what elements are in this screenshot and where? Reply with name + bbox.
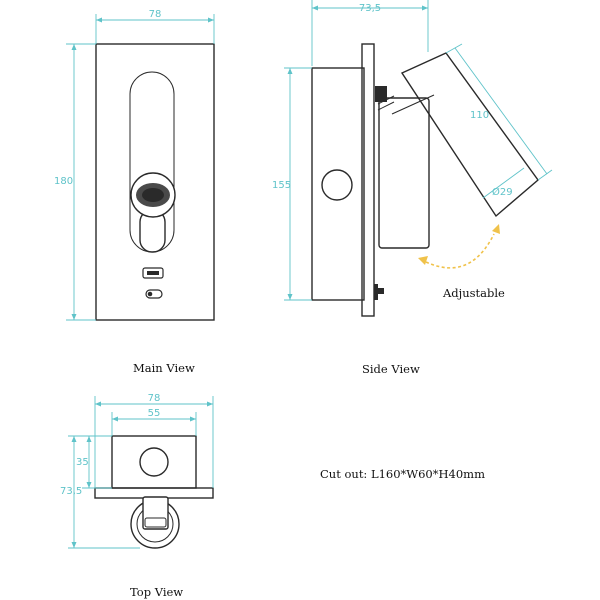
adjustable-note: Adjustable	[442, 286, 505, 300]
side-height-label: 155	[272, 180, 291, 191]
cutout-note: Cut out: L160*W60*H40mm	[320, 467, 485, 481]
top-view: 78 55 35 73,5 Top View	[60, 393, 214, 599]
top-switch-knob	[139, 447, 169, 477]
side-stem	[374, 284, 378, 300]
spotlight-lens-inner	[142, 188, 164, 202]
spotlight-head-side	[400, 52, 539, 218]
side-view-caption: Side View	[362, 362, 420, 376]
side-faceplate	[361, 43, 375, 317]
side-arm-body	[378, 97, 430, 249]
side-housing	[311, 67, 365, 301]
top-box	[111, 435, 197, 489]
top-outer-width-label: 78	[148, 393, 161, 404]
main-view: 78 180 Main View	[54, 9, 215, 375]
side-switch-knob	[321, 169, 353, 201]
side-depth-label: 73,5	[359, 3, 381, 14]
main-view-caption: Main View	[133, 361, 195, 375]
side-diameter-label: Ø29	[492, 186, 513, 198]
side-arm-label: 110	[470, 110, 489, 121]
top-box-depth-label: 35	[76, 457, 89, 468]
top-total-depth-label: 73,5	[60, 486, 82, 497]
adjustable-arrow-tip-left	[418, 256, 428, 265]
adjustable-arrow	[425, 233, 495, 269]
main-faceplate	[95, 43, 215, 321]
adjustable-arrow-tip-right	[492, 224, 500, 234]
power-switch-knob	[147, 291, 153, 297]
main-height-label: 180	[54, 176, 73, 187]
side-stem-cap	[378, 288, 384, 294]
usb-port-inner	[147, 271, 159, 275]
side-pivot	[375, 86, 387, 102]
top-inner-width-label: 55	[148, 408, 161, 419]
top-view-caption: Top View	[130, 585, 183, 599]
main-width-label: 78	[149, 9, 162, 20]
main-slot	[129, 71, 175, 253]
side-arm-dimension-line	[454, 47, 548, 175]
side-view: 73,5 155 110 Ø29 Adjustable Side View	[272, 0, 553, 376]
